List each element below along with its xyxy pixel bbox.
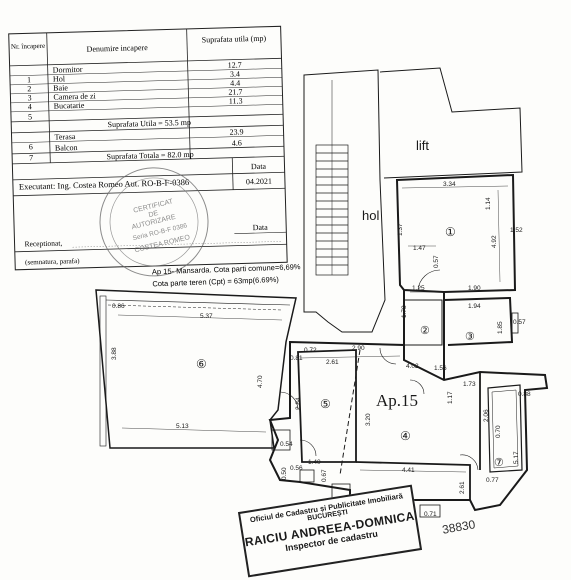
floor-plan bbox=[95, 67, 549, 518]
dim-label: 2.84 bbox=[295, 397, 302, 410]
dim-label: 0.57 bbox=[433, 255, 440, 268]
table-rows: 1 Dormitor 12.7 2 Hol 3.4 3 Baie 4.4 4 C… bbox=[19, 60, 283, 267]
dim-label: 0.72 bbox=[304, 347, 317, 354]
dim-label: 0.54 bbox=[280, 441, 293, 448]
dim-label: 4.41 bbox=[402, 467, 415, 474]
hol-label: hol bbox=[362, 208, 379, 223]
dim-label: 0.77 bbox=[486, 477, 499, 484]
plan-labels: lift hol Ap.15 ① ② ③ ④ ⑤ ⑥ ⑦ 3.34 1.14 4… bbox=[111, 138, 531, 518]
dim-label: 3.20 bbox=[365, 413, 372, 426]
room-1-marker: ① bbox=[445, 225, 456, 239]
table-row: Hol bbox=[53, 74, 66, 83]
table-row: 4.4 bbox=[230, 78, 240, 87]
table-row: 7 bbox=[29, 153, 33, 162]
room-6-marker: ⑥ bbox=[196, 357, 207, 371]
dim-label: 1.90 bbox=[468, 285, 481, 292]
table-row: Baie bbox=[53, 83, 68, 92]
room-3-marker: ③ bbox=[465, 331, 475, 343]
room-7-marker: ⑦ bbox=[494, 457, 504, 469]
receptionat-label: Receptionat, bbox=[24, 238, 62, 248]
plan-notes: Ap 15- Mansarda. Cota parti comune=6,69%… bbox=[152, 262, 301, 288]
dim-label: 1.78 bbox=[401, 305, 408, 318]
date-value: 04.2021 bbox=[246, 177, 272, 187]
dim-label: 0.71 bbox=[424, 511, 437, 518]
lift-label: lift bbox=[416, 138, 429, 153]
area-table: Nr. încapere Denumire incapere Suprafata… bbox=[8, 25, 288, 277]
table-row: Dormitor bbox=[53, 65, 83, 75]
dimension-values: 3.34 1.14 4.92 1.52 1.37 1.47 0.57 1.90 … bbox=[111, 181, 531, 518]
dim-label: 1.14 bbox=[485, 197, 492, 210]
date-label: Data bbox=[251, 162, 267, 171]
dim-label: 5.17 bbox=[513, 451, 520, 464]
dim-label: 1.37 bbox=[397, 223, 404, 236]
dim-label: 0.81 bbox=[290, 355, 303, 362]
dim-label: 4.70 bbox=[257, 375, 264, 388]
dim-label: 5.13 bbox=[176, 423, 189, 430]
dim-label: 4.92 bbox=[491, 235, 498, 248]
dim-label: 1.17 bbox=[447, 391, 454, 404]
dim-label: 5.37 bbox=[200, 313, 213, 320]
table-row: 2 bbox=[27, 84, 31, 93]
apartment-label: Ap.15 bbox=[376, 391, 418, 410]
dim-label: 2.61 bbox=[459, 481, 466, 494]
table-row: 4 bbox=[28, 102, 32, 111]
dimension-lines bbox=[117, 185, 509, 473]
seal-line-2: DE bbox=[148, 210, 159, 219]
dim-label: 1.47 bbox=[413, 245, 426, 252]
table-row: Terasa bbox=[54, 132, 75, 142]
dim-label: 1.85 bbox=[497, 321, 504, 334]
dim-label: 2.06 bbox=[483, 409, 490, 422]
signature-note: (semnatura, parafa) bbox=[25, 257, 80, 267]
table-row: 6 bbox=[29, 142, 33, 151]
dim-label: 1.56 bbox=[434, 365, 447, 372]
dim-label: 0.67 bbox=[321, 469, 328, 482]
dim-label: 0.70 bbox=[495, 425, 502, 438]
dim-label: 2.90 bbox=[352, 345, 365, 352]
header-area: Suprafata utila (mp) bbox=[202, 34, 267, 45]
table-row: 1 bbox=[27, 75, 31, 84]
dim-label: 0.57 bbox=[513, 319, 526, 326]
table-row: 4.6 bbox=[232, 138, 242, 147]
dim-label: 2.61 bbox=[326, 359, 339, 366]
table-row: 23.9 bbox=[229, 127, 243, 136]
room-4-marker: ④ bbox=[400, 429, 411, 443]
dim-label: 0.50 bbox=[281, 467, 288, 480]
dim-label: 0.88 bbox=[518, 391, 531, 398]
dim-label: 1.94 bbox=[468, 303, 481, 310]
useful-total: Suprafata Utila = 53.5 mp bbox=[107, 118, 191, 129]
table-row: 3 bbox=[27, 93, 31, 102]
note-line-2: Cota parte teren (Cpt) = 63mp(6.69%) bbox=[152, 275, 279, 288]
dim-label: 1.52 bbox=[510, 227, 523, 234]
dim-label: 1.40 bbox=[308, 459, 321, 466]
dim-label: 1.73 bbox=[463, 381, 476, 388]
table-row: 21.7 bbox=[228, 87, 242, 96]
room-5-marker: ⑤ bbox=[320, 397, 331, 411]
header-name: Denumire incapere bbox=[86, 43, 148, 54]
table-row: 12.7 bbox=[228, 60, 242, 69]
executant-line: Executant: Ing. Costea Romeo Aut. RO-B-F… bbox=[19, 177, 189, 192]
table-row: Bucatarie bbox=[54, 101, 85, 111]
staircase bbox=[315, 80, 349, 276]
header-nr: Nr. încapere bbox=[11, 42, 45, 51]
dim-label: 3.34 bbox=[443, 181, 456, 188]
room-2-marker: ② bbox=[420, 325, 430, 337]
receptionat-date-label: Data bbox=[253, 223, 269, 232]
dim-label: 0.86 bbox=[112, 303, 125, 310]
table-row: 3.4 bbox=[230, 69, 240, 78]
dim-label: 0.56 bbox=[290, 465, 303, 472]
table-row: 5 bbox=[28, 112, 32, 121]
grand-total: Suprafata Totala = 82.0 mp bbox=[106, 150, 193, 161]
table-row: 11.3 bbox=[229, 96, 243, 105]
dim-label: 4.02 bbox=[406, 363, 419, 370]
table-row: Balcon bbox=[55, 143, 78, 153]
dim-label: 3.88 bbox=[111, 347, 118, 360]
table-row: Camera de zi bbox=[53, 91, 96, 101]
dim-label: 1.25 bbox=[412, 285, 425, 292]
